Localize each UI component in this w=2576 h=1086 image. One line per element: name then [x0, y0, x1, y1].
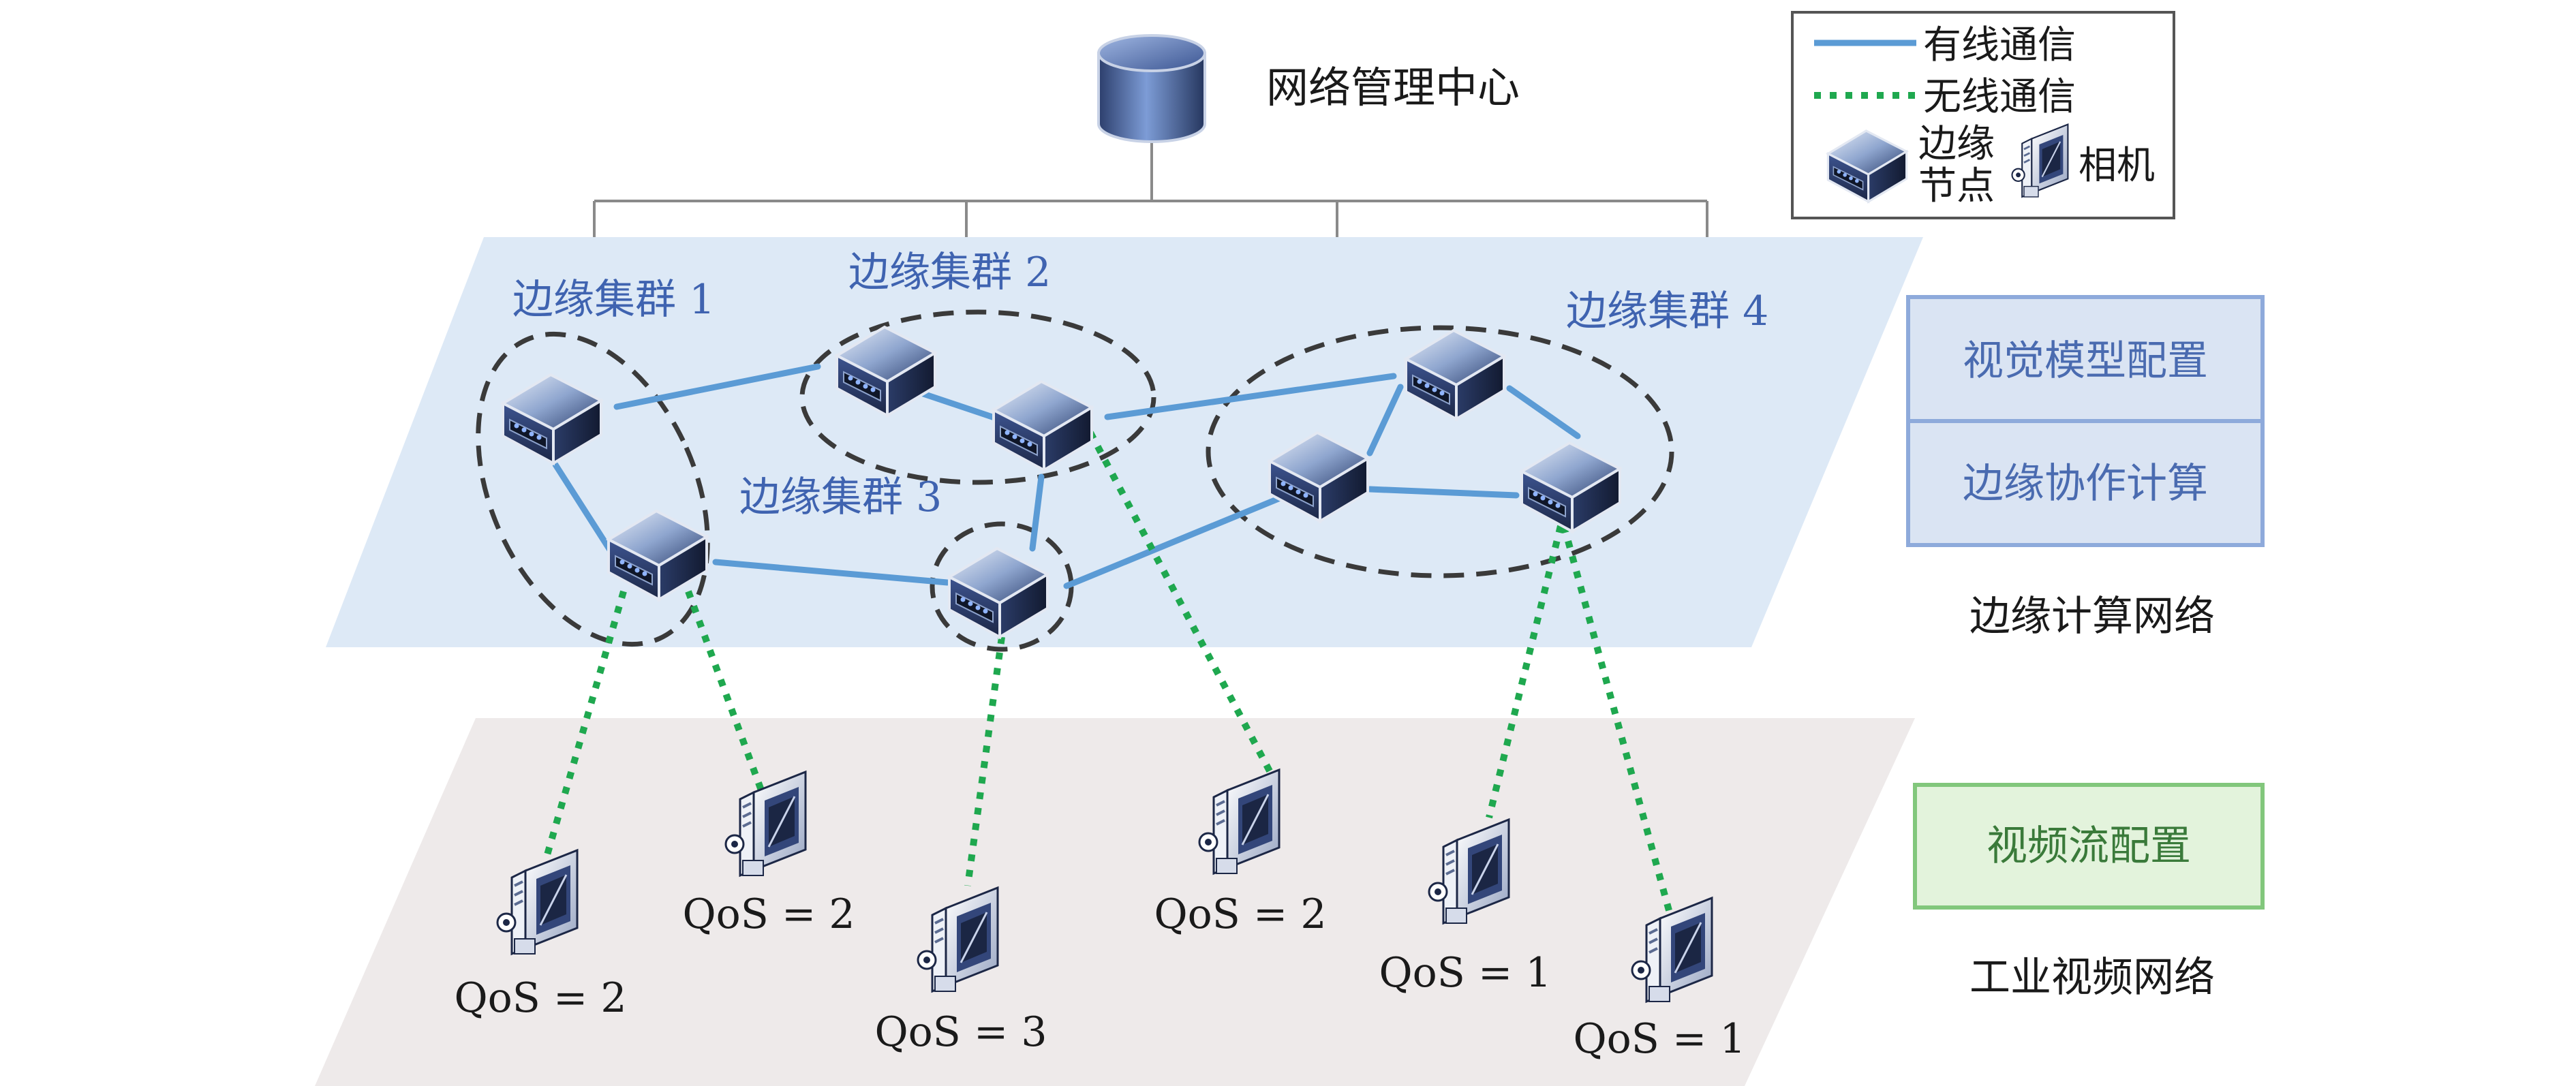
camera-qos-label: QoS = 2	[1154, 890, 1326, 938]
database-icon	[1097, 34, 1206, 143]
camera-qos-label: QoS = 2	[682, 890, 855, 938]
wired-links	[552, 363, 1581, 589]
edge-node-legend-label: 边缘	[1918, 122, 1995, 166]
management-connector	[593, 140, 1708, 237]
video-stream-config-label: 视频流配置	[1987, 822, 2191, 870]
industrial-video-plane	[315, 718, 1915, 1086]
edge-side-box	[1906, 295, 2265, 547]
cluster-2-ellipse	[799, 309, 1156, 485]
cluster-4-label: 边缘集群 4	[1566, 288, 1768, 335]
edge-computing-network-label: 边缘计算网络	[1969, 593, 2215, 640]
cluster-2-label: 边缘集群 2	[848, 249, 1051, 296]
cluster-3-label: 边缘集群 3	[739, 474, 942, 521]
video-side-box	[1913, 783, 2265, 910]
cluster-ellipses	[476, 309, 1674, 652]
edge-collab-compute-label: 边缘协作计算	[1963, 460, 2208, 508]
camera-qos-label: QoS = 1	[1379, 949, 1551, 997]
wireless-links	[542, 431, 1673, 914]
edge-node-legend-label: 节点	[1918, 164, 1995, 208]
camera-qos-label: QoS = 3	[874, 1008, 1047, 1056]
network-management-center-label: 网络管理中心	[1266, 63, 1520, 112]
camera-legend-label: 相机	[2079, 144, 2155, 188]
wired-legend-label: 有线通信	[1923, 23, 2076, 67]
industrial-video-network-label: 工业视频网络	[1969, 954, 2215, 1002]
vision-model-config-label: 视觉模型配置	[1963, 337, 2208, 385]
legend: 有线通信 无线通信 边缘 节点 相机	[1791, 11, 2175, 219]
cluster-1-label: 边缘集群 1	[512, 276, 715, 324]
camera-qos-label: QoS = 2	[454, 974, 626, 1022]
edge-computing-plane	[326, 237, 1923, 647]
cluster-4-ellipse	[1206, 325, 1674, 578]
wireless-legend-label: 无线通信	[1923, 75, 2076, 119]
cluster-1-ellipse	[476, 331, 710, 647]
camera-qos-label: QoS = 1	[1573, 1015, 1745, 1063]
